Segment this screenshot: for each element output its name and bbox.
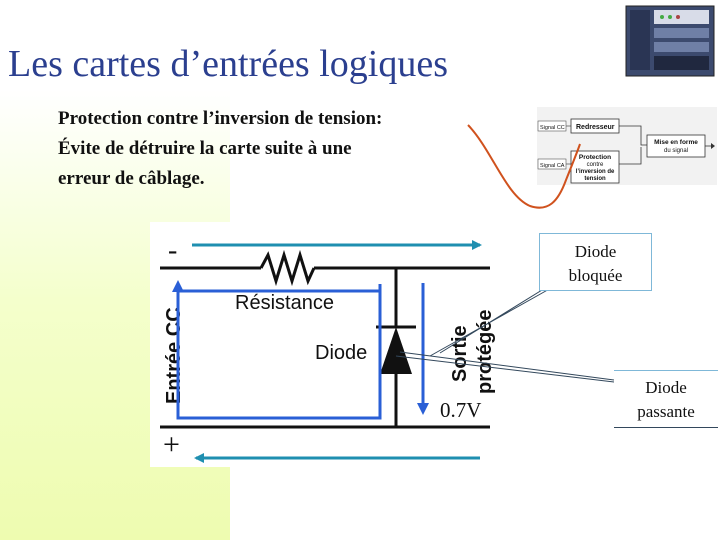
output-label-2: protégée <box>474 310 496 394</box>
mini-block-diagram: Signal CC Signal CA Redresseur Protectio… <box>537 107 717 185</box>
minus-label: - <box>168 235 178 266</box>
callout-passante-line2: passante <box>637 402 695 421</box>
plus-label: + <box>163 428 180 461</box>
signal-cc-label: Signal CC <box>540 125 565 131</box>
protection-label-2: contre <box>587 162 604 168</box>
body-line-3: erreur de câblage. <box>58 168 205 189</box>
slide-title: Les cartes d’entrées logiques <box>8 43 448 85</box>
shaping-label-2: du signal <box>664 148 688 154</box>
plc-module-image <box>622 2 718 78</box>
output-label-1: Sortie <box>449 325 471 382</box>
protection-label-4: tension <box>584 176 606 182</box>
protection-label-1: Protection <box>579 154 611 161</box>
circuit-diagram: Résistance Diode Entrée CC Sortie protég… <box>150 222 500 467</box>
resistor-symbol <box>259 249 316 287</box>
body-line-2: Évite de détruire la carte suite à une <box>58 138 352 159</box>
callout-bloquee-line1: Diode <box>574 242 617 261</box>
signal-ca-label: Signal CA <box>540 163 565 169</box>
body-line-1: Protection contre l’inversion de tension… <box>58 108 383 129</box>
resistor-label: Résistance <box>235 292 334 314</box>
callout-diode-passante: Diode passante <box>614 370 718 428</box>
callout-diode-bloquee: Diode bloquée <box>539 233 652 291</box>
voltage-label: 0.7V <box>440 398 482 422</box>
slide-body: Protection contre l’inversion de tension… <box>58 104 488 194</box>
diode-label: Diode <box>315 342 367 364</box>
callout-passante-line1: Diode <box>645 378 687 397</box>
rectifier-label: Redresseur <box>576 124 615 131</box>
protection-label-3: l’inversion de <box>576 169 615 175</box>
callout-bloquee-line2: bloquée <box>568 266 623 285</box>
input-label: Entrée CC <box>163 307 185 404</box>
shaping-label-1: Mise en forme <box>654 139 698 146</box>
